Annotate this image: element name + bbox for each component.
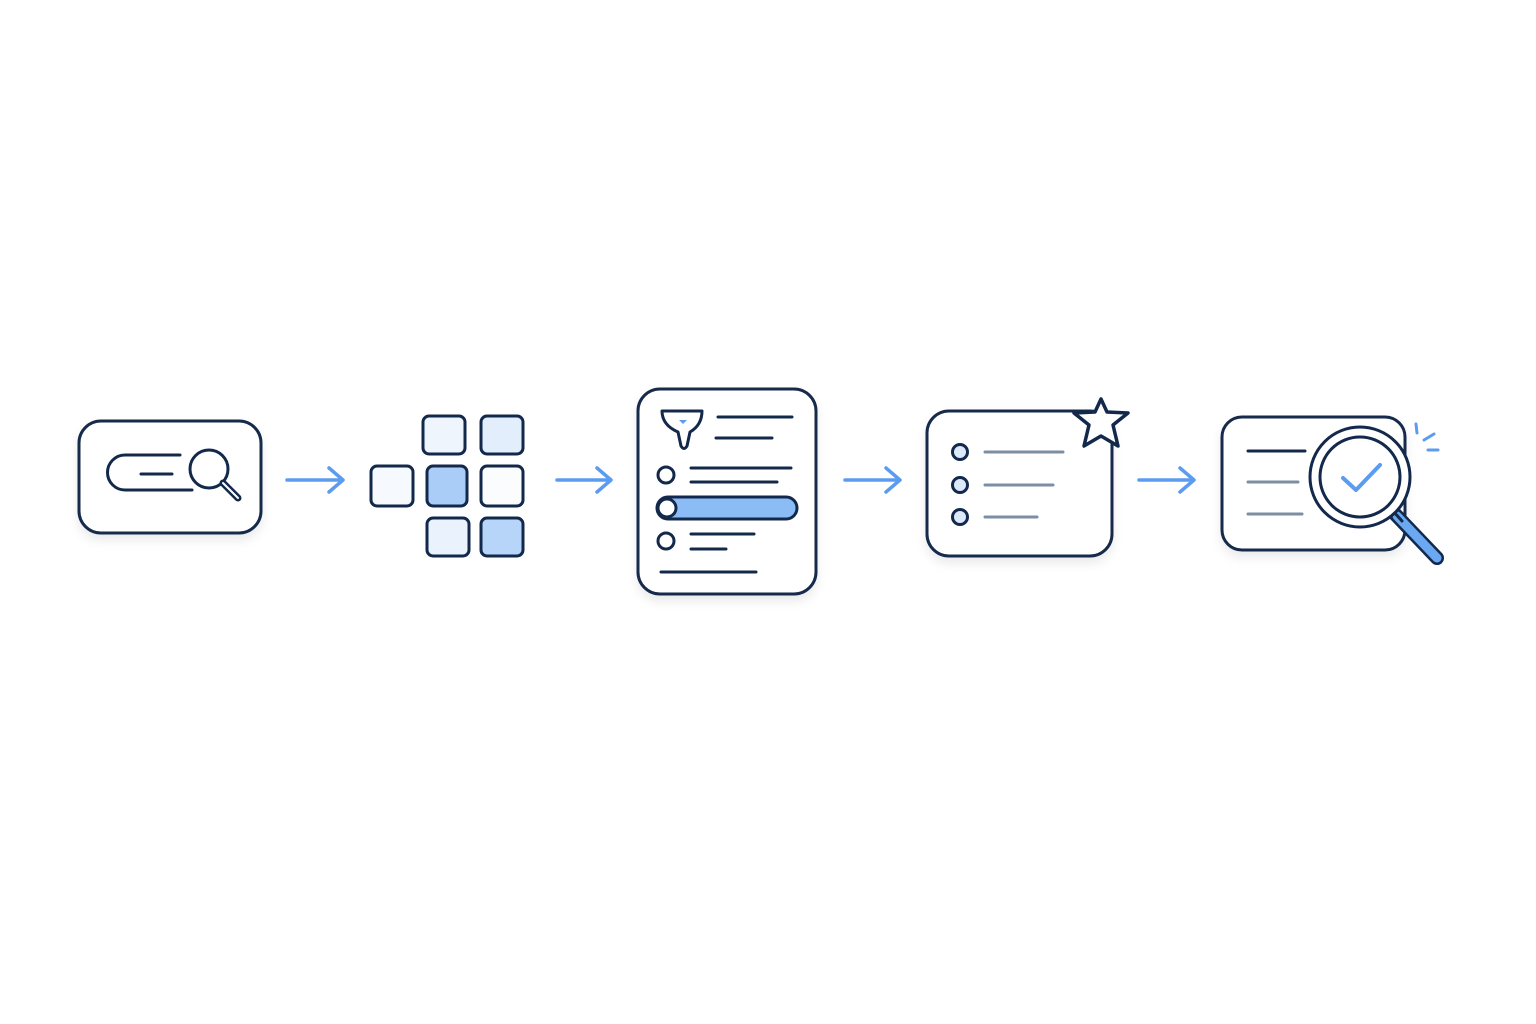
grid-tiles-icon	[369, 414, 525, 558]
arrow-right-icon	[843, 466, 902, 494]
sparkle-icon	[1414, 422, 1440, 452]
tile	[425, 516, 471, 558]
star-icon	[1072, 397, 1130, 448]
tile-selected	[425, 464, 469, 508]
magnifier-icon	[188, 448, 230, 490]
starred-list-icon	[925, 397, 1130, 558]
funnel-icon	[660, 409, 704, 450]
filter-list-icon	[636, 387, 818, 596]
arrow-right-icon	[555, 466, 613, 494]
tile	[479, 414, 525, 456]
tile	[479, 464, 525, 508]
tile	[421, 414, 467, 456]
verify-magnifier-icon	[1220, 415, 1444, 565]
selected-row	[655, 495, 799, 521]
tile	[369, 464, 415, 508]
search-bar-icon	[77, 419, 263, 535]
arrow-right-icon	[285, 466, 345, 494]
tile-selected	[479, 516, 525, 558]
check-icon	[1341, 463, 1382, 492]
arrow-right-icon	[1137, 466, 1196, 494]
